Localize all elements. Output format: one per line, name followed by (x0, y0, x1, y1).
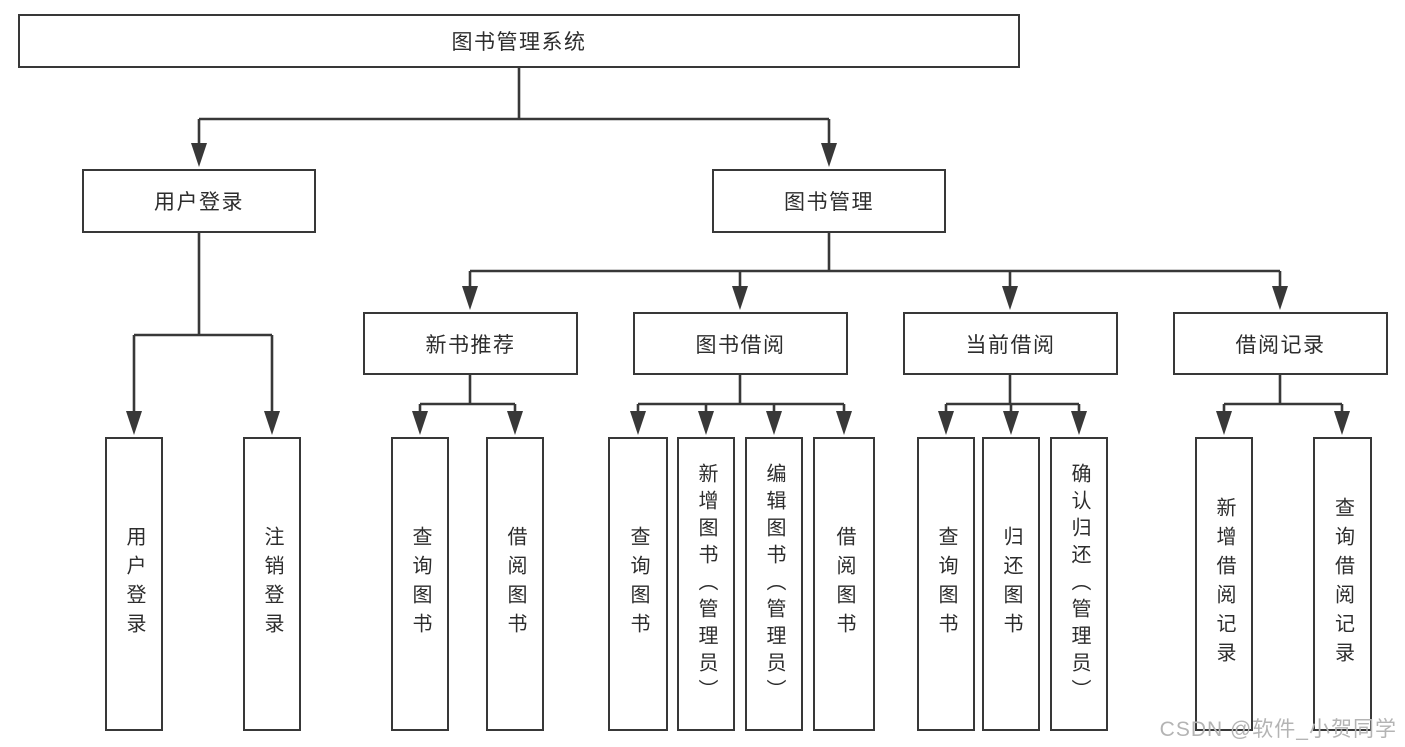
leaf-borrow-add-admin: 新增图书（管理员） (677, 437, 735, 731)
node-book-management: 图书管理 (712, 169, 946, 233)
leaf-borrow-edit-admin: 编辑图书（管理员） (745, 437, 803, 731)
node-label: 借阅图书 (833, 526, 855, 642)
node-root: 图书管理系统 (18, 14, 1020, 68)
node-borrow-records: 借阅记录 (1173, 312, 1388, 375)
leaf-user-login: 用户登录 (105, 437, 163, 731)
leaf-logout: 注销登录 (243, 437, 301, 731)
leaf-current-confirm-admin: 确认归还（管理员） (1050, 437, 1108, 731)
node-label: 查询图书 (935, 526, 957, 642)
node-label: 编辑图书（管理员） (763, 462, 785, 706)
node-current-borrow: 当前借阅 (903, 312, 1118, 375)
leaf-current-query: 查询图书 (917, 437, 975, 731)
node-label: 注销登录 (261, 526, 283, 642)
leaf-borrow-borrow: 借阅图书 (813, 437, 875, 731)
leaf-borrow-query: 查询图书 (608, 437, 668, 731)
node-book-borrow: 图书借阅 (633, 312, 848, 375)
node-label: 归还图书 (1000, 526, 1022, 642)
leaf-newbook-borrow: 借阅图书 (486, 437, 544, 731)
node-label: 用户登录 (123, 526, 145, 642)
node-label: 借阅图书 (504, 526, 526, 642)
node-label: 查询借阅记录 (1331, 497, 1354, 671)
node-label: 新增借阅记录 (1213, 497, 1235, 671)
watermark: CSDN @软件_小贺同学 (1159, 718, 1397, 741)
node-user-login: 用户登录 (82, 169, 316, 233)
node-label: 查询图书 (627, 526, 649, 642)
leaf-records-query: 查询借阅记录 (1313, 437, 1372, 731)
node-label: 确认归还（管理员） (1068, 462, 1090, 706)
node-label: 新增图书（管理员） (695, 462, 717, 706)
node-new-book-recommend: 新书推荐 (363, 312, 578, 375)
node-label: 查询图书 (409, 526, 431, 642)
leaf-current-return: 归还图书 (982, 437, 1040, 731)
leaf-newbook-query: 查询图书 (391, 437, 449, 731)
leaf-records-add: 新增借阅记录 (1195, 437, 1253, 731)
